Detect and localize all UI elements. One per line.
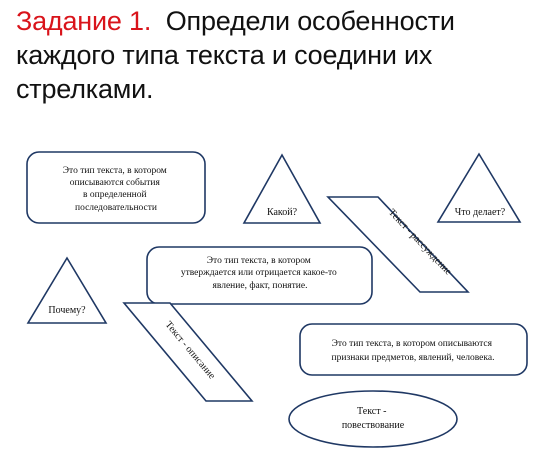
- narration-def-line-3: в определенной: [83, 189, 147, 200]
- ellipse-narration-label: Текст - повествование: [342, 406, 405, 431]
- description-definition-box[interactable]: Это тип текста, в котором описываются пр…: [299, 323, 528, 376]
- triangle-kakoy[interactable]: Какой?: [242, 153, 322, 224]
- page-title: Задание 1. Определи особенности каждого т…: [16, 4, 546, 106]
- narration-definition-box[interactable]: Это тип текста, в котором описываются со…: [26, 151, 206, 224]
- reasoning-definition-text: Это тип текста, в котором утверждается и…: [181, 256, 339, 291]
- triangle-chto-delaet-label: Что делает?: [455, 207, 506, 218]
- reasoning-definition-box[interactable]: Это тип текста, в котором утверждается и…: [146, 246, 373, 305]
- triangle-kakoy-label: Какой?: [267, 207, 298, 218]
- reasoning-def-line-1: Это тип текста, в котором: [207, 256, 311, 266]
- triangle-pochemu-label: Почему?: [48, 305, 86, 316]
- task-label: Задание 1.: [16, 6, 152, 36]
- description-definition-text: Это тип текста, в котором описываются пр…: [332, 339, 495, 363]
- narration-def-line-2: описываются события: [70, 177, 161, 188]
- reasoning-def-line-3: явление, факт, понятие.: [213, 280, 308, 291]
- instruction-line-1: Определи особенности: [165, 6, 455, 36]
- triangle-chto-delaet[interactable]: Что делает?: [436, 152, 522, 223]
- parallelogram-description[interactable]: Текст - описание: [122, 302, 254, 402]
- ellipse-narration-line-1: Текст -: [357, 406, 386, 417]
- description-def-line-2: признаки предметов, явлений, человека.: [332, 352, 495, 363]
- instruction-line-2: каждого типа текста и соедини их: [16, 40, 433, 70]
- instruction-line-3: стрелками.: [16, 74, 154, 104]
- narration-def-line-4: последовательности: [75, 203, 157, 213]
- description-def-line-1: Это тип текста, в котором описываются: [332, 339, 493, 349]
- ellipse-narration-line-2: повествование: [342, 420, 405, 431]
- narration-def-line-1: Это тип текста, в котором: [63, 166, 167, 176]
- reasoning-def-line-2: утверждается или отрицается какое-то: [181, 268, 337, 278]
- triangle-pochemu[interactable]: Почему?: [26, 256, 108, 324]
- ellipse-narration[interactable]: Текст - повествование: [288, 390, 458, 448]
- narration-definition-text: Это тип текста, в котором описываются со…: [63, 166, 169, 213]
